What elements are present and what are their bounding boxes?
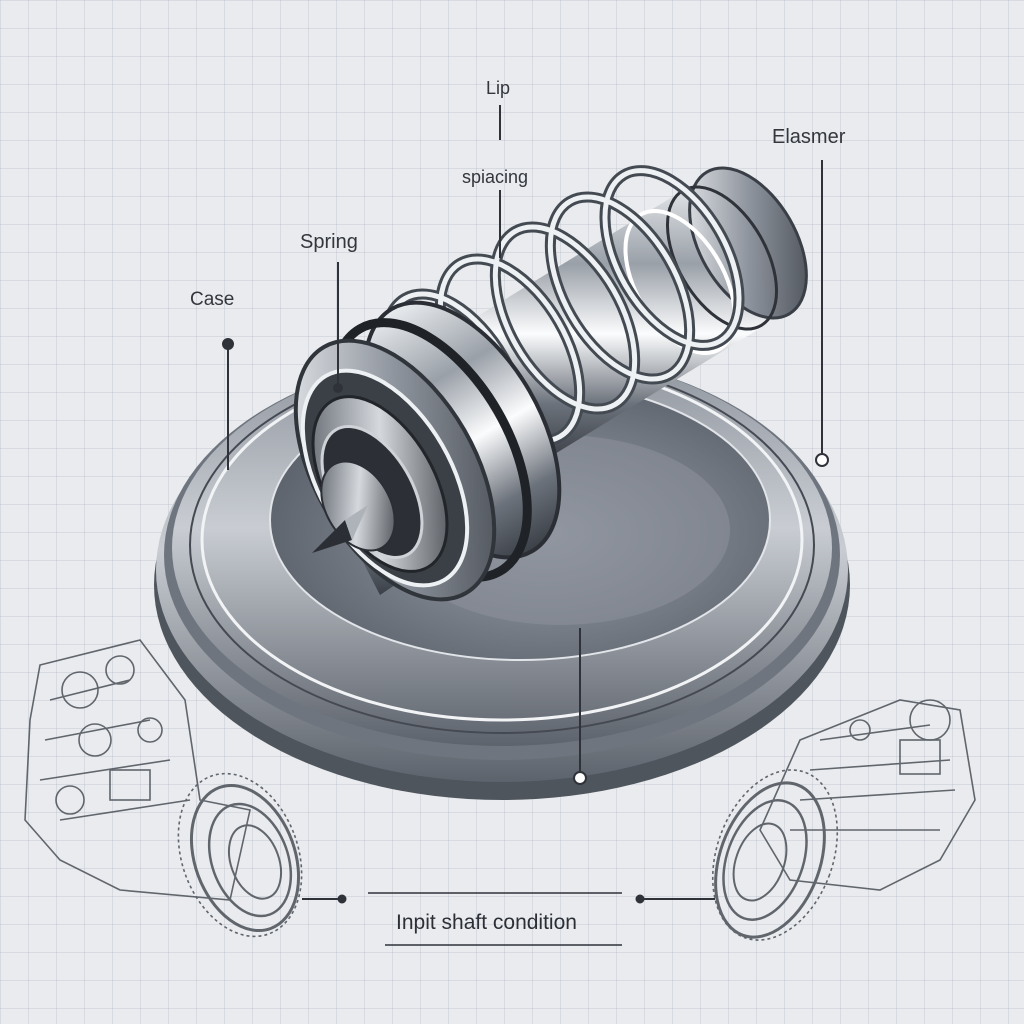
transmission-sketch-left — [24, 639, 303, 938]
spring-label: Spring — [300, 231, 358, 253]
transmission-sketch-right — [711, 699, 976, 941]
caption: Inpit shaft condition — [396, 911, 577, 934]
case-label: Case — [190, 289, 235, 310]
leader-dots — [222, 338, 829, 904]
leader-lines — [227, 105, 823, 946]
lip-label: Lip — [486, 78, 511, 98]
seal-lip-rings — [293, 300, 562, 602]
spacing-label: spiacing — [462, 167, 529, 187]
elastomer-label: Elasmer — [772, 126, 846, 148]
